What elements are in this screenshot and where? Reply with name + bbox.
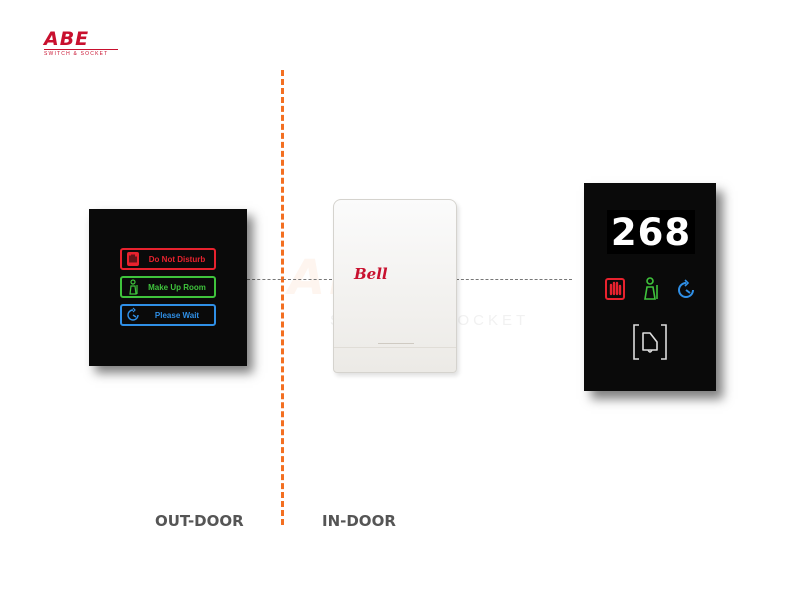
wait-icon xyxy=(675,277,697,301)
bell-seam xyxy=(378,343,414,344)
indoor-label: IN-DOOR xyxy=(322,512,396,530)
hand-icon xyxy=(122,251,144,267)
wire-bell-to-indoor xyxy=(456,279,572,280)
make-up-room-button[interactable]: Make Up Room xyxy=(120,276,216,298)
wire-outdoor-to-bell xyxy=(247,279,332,280)
doorbell-chime: Bell xyxy=(333,199,457,373)
brand-tagline: SWITCH & SOCKET xyxy=(44,49,118,57)
wait-icon xyxy=(122,307,144,323)
outdoor-label: OUT-DOOR xyxy=(155,512,244,530)
please-wait-label: Please Wait xyxy=(154,310,200,320)
bell-brand: Bell xyxy=(354,265,388,283)
room-number: 268 xyxy=(610,210,692,254)
doorbell-button[interactable] xyxy=(631,323,669,361)
brand-logo: ABE SWITCH & SOCKET xyxy=(44,28,124,57)
zone-divider xyxy=(281,70,284,525)
maid-icon xyxy=(640,277,662,301)
maid-icon xyxy=(122,279,144,295)
make-up-room-label: Make Up Room xyxy=(148,282,206,292)
do-not-disturb-label: Do Not Disturb xyxy=(148,254,206,264)
do-not-disturb-button[interactable]: Do Not Disturb xyxy=(120,248,216,270)
outdoor-panel: Do Not Disturb Make Up Room Please Wait xyxy=(89,209,247,366)
hand-icon xyxy=(604,277,626,301)
brand-mark: ABE xyxy=(44,28,90,50)
bell-ridge xyxy=(334,347,456,348)
bell-icon xyxy=(633,324,667,360)
please-wait-button[interactable]: Please Wait xyxy=(120,304,216,326)
room-number-display: 268 xyxy=(607,210,695,254)
indoor-panel: 268 xyxy=(584,183,716,391)
